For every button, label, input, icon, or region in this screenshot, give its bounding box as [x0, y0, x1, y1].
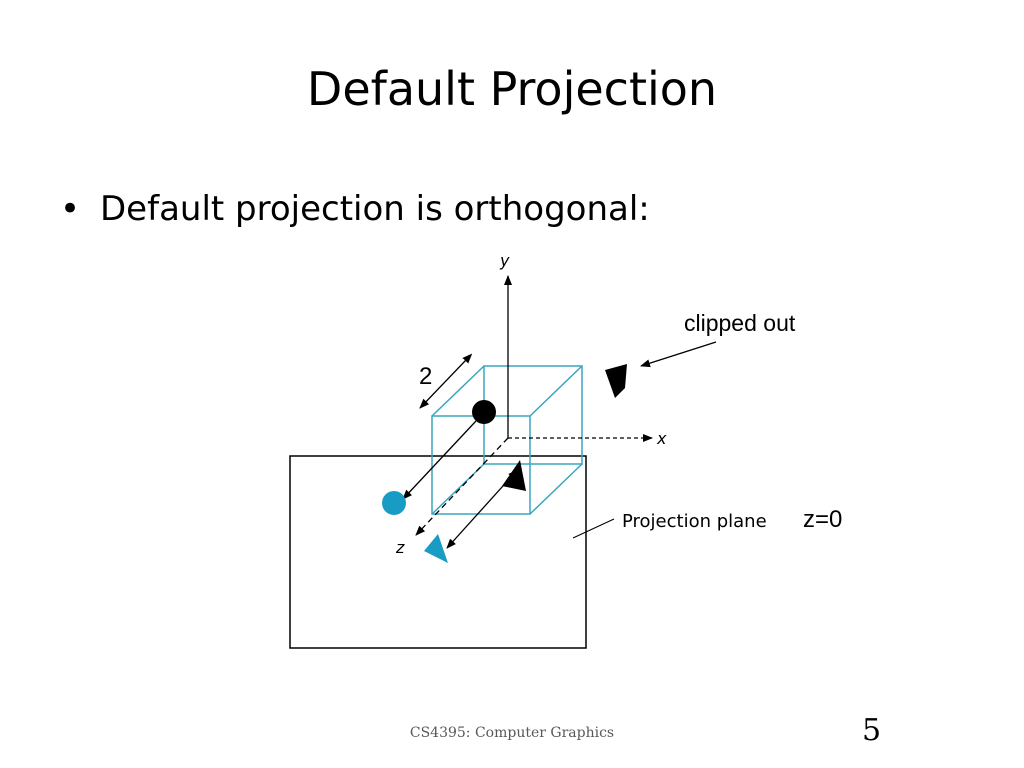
- cube-size-label: 2: [419, 363, 432, 390]
- clipped-arrow: [640, 341, 717, 368]
- axes: [415, 275, 653, 536]
- plane-leader-line: [572, 518, 615, 539]
- axis-z-label: z: [395, 538, 405, 557]
- projected-cone: [424, 534, 448, 563]
- z-axis: [415, 437, 509, 536]
- sphere-projection-arrow: [402, 420, 477, 500]
- bullet-item: • Default projection is orthogonal:: [60, 192, 650, 226]
- bullet-marker: •: [60, 189, 81, 229]
- clipped-object: [605, 364, 627, 398]
- clipped-label: clipped out: [684, 310, 796, 336]
- projection-plane: [289, 455, 587, 649]
- cone-projection-arrow: [446, 469, 519, 549]
- axis-y-label: y: [499, 251, 510, 270]
- bullet-text: Default projection is orthogonal:: [100, 189, 650, 229]
- axis-x-label: x: [656, 429, 667, 448]
- projected-sphere: [382, 491, 406, 515]
- slide-title: Default Projection: [306, 62, 718, 116]
- clipping-cube: [431, 365, 583, 515]
- plane-equation: z=0: [803, 506, 842, 533]
- page-number: 5: [862, 713, 882, 748]
- plane-label: Projection plane: [622, 511, 767, 532]
- slide-footer: CS4395: Computer Graphics: [409, 725, 615, 741]
- cube-size-arrow: [419, 353, 473, 409]
- sphere: [472, 400, 496, 424]
